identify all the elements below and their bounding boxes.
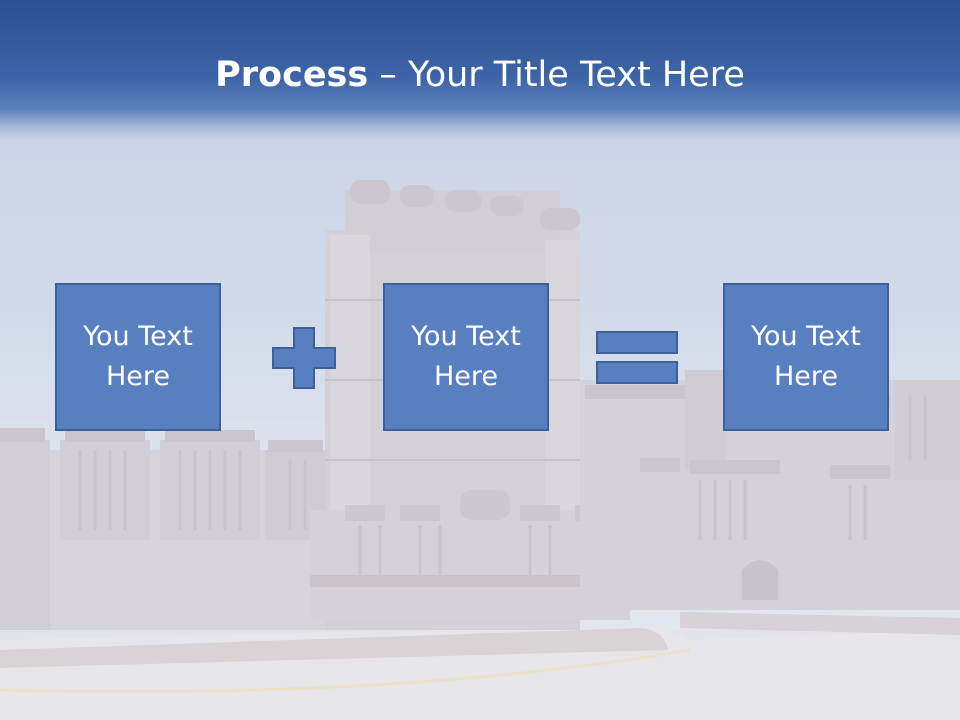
- title-bold-word: Process: [215, 55, 369, 95]
- process-result: You Text Here: [723, 283, 889, 431]
- process-step-1-label: You Text Here: [83, 321, 193, 392]
- title-bar: [0, 0, 960, 140]
- process-step-2-label: You Text Here: [411, 321, 521, 392]
- plus-icon: [272, 327, 336, 389]
- process-result-label: You Text Here: [751, 321, 861, 392]
- title-rest: – Your Title Text Here: [368, 55, 745, 95]
- equals-icon: [596, 331, 678, 384]
- slide-title: Process – Your Title Text Here: [0, 52, 960, 98]
- process-step-1: You Text Here: [55, 283, 221, 431]
- process-step-2: You Text Here: [383, 283, 549, 431]
